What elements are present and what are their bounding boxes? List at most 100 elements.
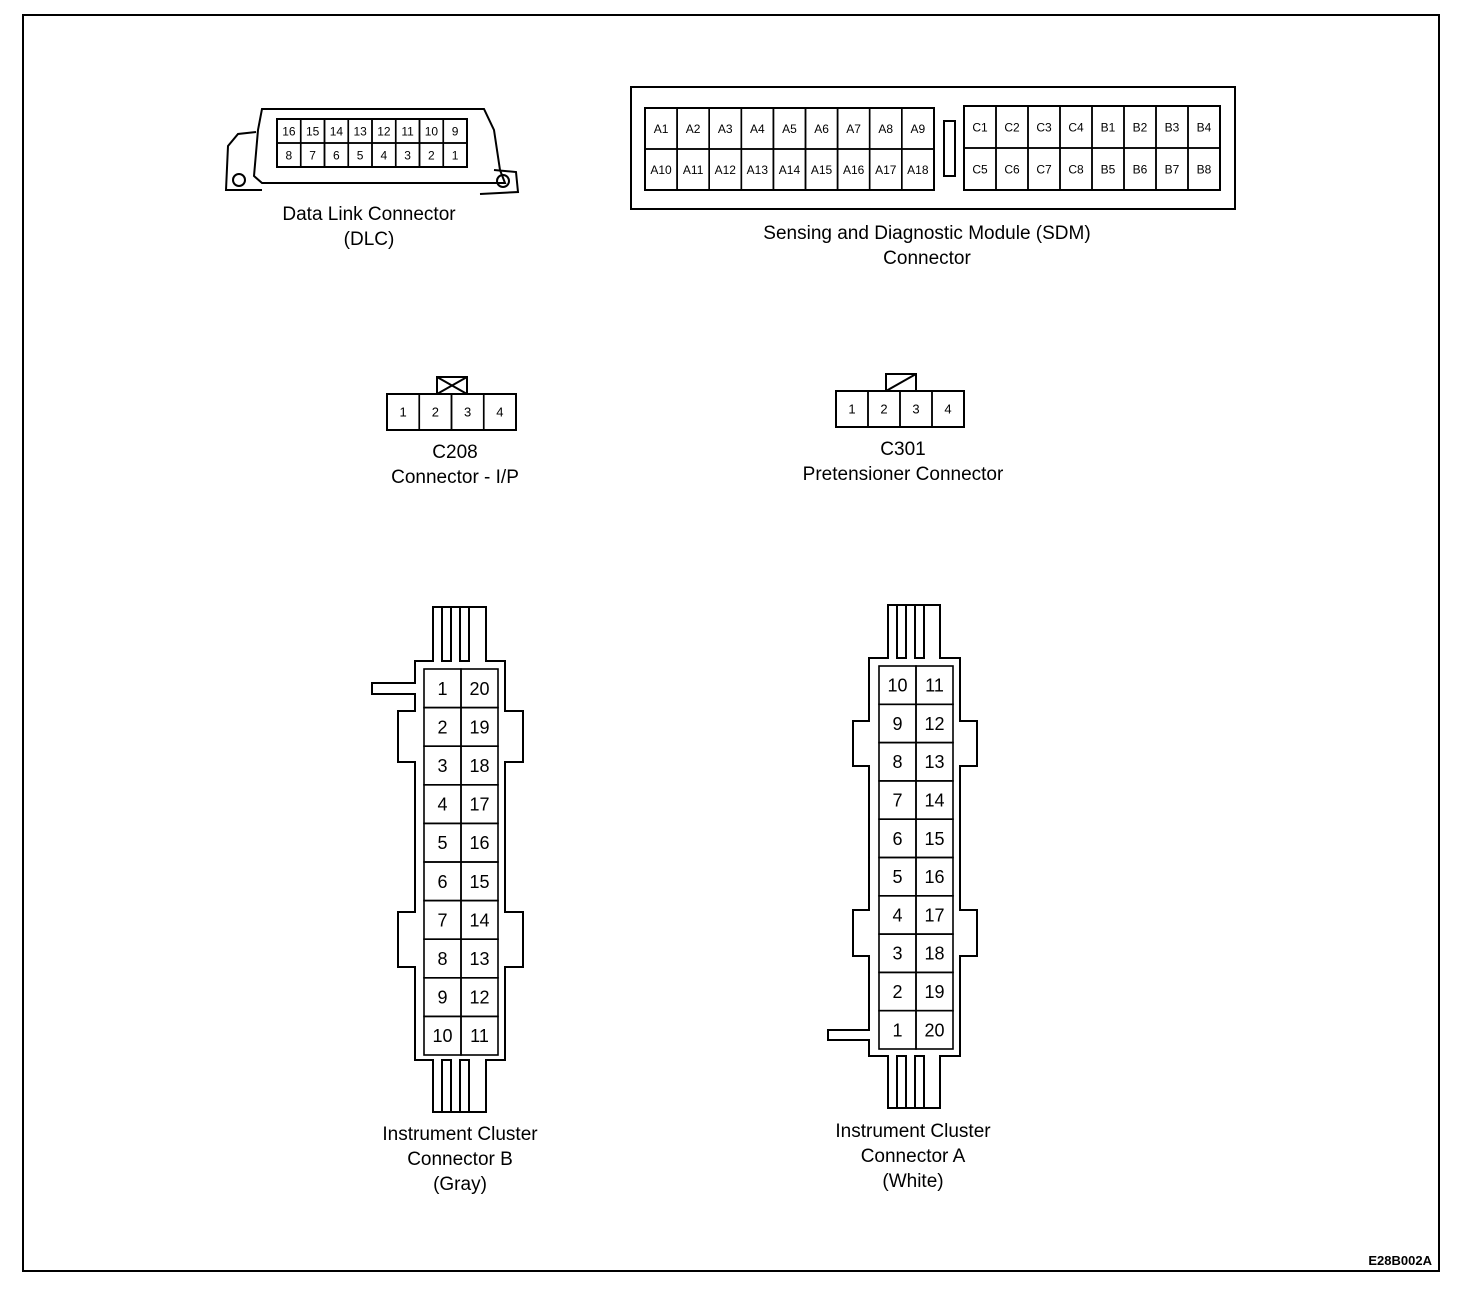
pin-label: A5 — [782, 122, 797, 136]
pin-label: 5 — [357, 148, 364, 162]
pin-label: 3 — [464, 405, 471, 420]
dlc-caption-title: Data Link Connector — [282, 204, 456, 225]
cluster-b-pin: 13 — [460, 938, 499, 979]
pin-label: 18 — [469, 756, 489, 776]
dlc-pin: 3 — [394, 142, 421, 168]
cluster-a-caption-line3: (White) — [882, 1171, 944, 1192]
cluster-a-pin: 10 — [878, 665, 917, 706]
cluster-b-pin: 19 — [460, 706, 499, 747]
pin-label: B7 — [1165, 162, 1180, 176]
dlc-caption: Data Link Connector (DLC) — [219, 202, 519, 252]
sdm-pin: A6 — [804, 107, 839, 150]
pin-label: A4 — [750, 122, 765, 136]
sdm-pin: A14 — [772, 148, 807, 191]
cluster-b-pin: 4 — [423, 783, 462, 825]
sdm-pin: C3 — [1027, 105, 1061, 149]
dlc-pin: 15 — [299, 118, 326, 144]
pin-label: 5 — [892, 867, 902, 887]
cluster-a-pin: 6 — [878, 818, 917, 859]
cluster-b-pin: 20 — [460, 668, 499, 709]
sdm-pin: A9 — [900, 107, 935, 150]
pin-label: 1 — [437, 679, 447, 699]
cluster-a-pin: 20 — [915, 1009, 954, 1050]
cluster-b-pin: 18 — [460, 745, 499, 786]
pin-label: 4 — [381, 148, 388, 162]
cluster-b-pin: 7 — [423, 899, 462, 940]
dlc-pin: 4 — [371, 142, 397, 168]
pin-label: C6 — [1004, 162, 1020, 176]
cluster-a-pin: 1 — [878, 1009, 917, 1050]
pin-label: 2 — [432, 405, 439, 420]
pin-label: 16 — [282, 124, 296, 138]
pin-label: 19 — [924, 982, 944, 1002]
pin-label: A2 — [686, 122, 701, 136]
cluster-a-caption-line2: Connector A — [860, 1146, 966, 1167]
pin-label: 13 — [469, 949, 489, 969]
pin-label: 9 — [452, 124, 459, 138]
pin-label: 2 — [437, 717, 447, 737]
cluster-a-pin: 11 — [915, 665, 954, 706]
sdm-pin: C8 — [1059, 147, 1093, 191]
pin-label: 15 — [469, 872, 489, 892]
sdm-pin: A15 — [804, 148, 839, 191]
dlc-pin: 12 — [371, 118, 397, 144]
cluster-b-pin: 12 — [460, 976, 499, 1018]
cluster-a-pin: 2 — [878, 971, 917, 1012]
pin-label: A3 — [718, 122, 733, 136]
cluster-a-housing — [827, 604, 978, 1109]
sdm-pin: A18 — [900, 148, 935, 191]
pin-label: 12 — [924, 714, 944, 734]
cluster-a-pin: 8 — [878, 741, 917, 782]
pin-label: 3 — [437, 756, 447, 776]
pin-label: 8 — [437, 949, 447, 969]
pin-label: A13 — [747, 163, 769, 177]
pin-label: A9 — [911, 122, 926, 136]
pin-label: 7 — [892, 791, 902, 811]
pin-label: 7 — [309, 148, 316, 162]
sdm-pin: B2 — [1123, 105, 1157, 149]
cluster-a-pin: 13 — [915, 741, 954, 782]
cluster-b-pin: 11 — [460, 1015, 499, 1056]
cluster-b-pin: 14 — [460, 899, 499, 940]
pin-label: 16 — [924, 867, 944, 887]
cluster-a-caption-line1: Instrument Cluster — [835, 1121, 991, 1142]
pin-label: 15 — [924, 829, 944, 849]
cluster-a-pin: 19 — [915, 971, 954, 1012]
cluster-a-caption: Instrument Cluster Connector A (White) — [808, 1119, 1018, 1194]
dlc-pin: 2 — [418, 142, 445, 168]
cluster-a-pin: 14 — [915, 780, 954, 821]
pin-label: C2 — [1004, 120, 1020, 134]
pin-label: 12 — [377, 124, 391, 138]
sdm-pin: C2 — [995, 105, 1029, 149]
pin-label: B4 — [1197, 120, 1212, 134]
sdm-pin: A7 — [836, 107, 871, 150]
sdm-pin: C1 — [963, 105, 997, 149]
pin-label: 1 — [400, 405, 407, 420]
dlc-pin: 8 — [276, 142, 302, 168]
pin-label: A17 — [875, 163, 897, 177]
pin-label: 3 — [912, 402, 919, 417]
sdm-pin: B6 — [1123, 147, 1157, 191]
pin-label: B5 — [1101, 162, 1116, 176]
c301-caption: C301 Pretensioner Connector — [773, 437, 1033, 487]
c208-pin: 2 — [418, 393, 453, 431]
cluster-a-pin: 5 — [878, 856, 917, 897]
pin-label: 4 — [437, 795, 447, 815]
cluster-a-pin: 12 — [915, 703, 954, 744]
pin-label: 14 — [469, 910, 489, 930]
cluster-b-caption-line1: Instrument Cluster — [382, 1124, 538, 1145]
cluster-a-pin: 4 — [878, 894, 917, 935]
cluster-a-pin: 18 — [915, 933, 954, 974]
c301-pin: 4 — [931, 390, 965, 428]
cluster-b-pin: 5 — [423, 822, 462, 863]
sdm-pin: B8 — [1187, 147, 1221, 191]
pin-label: 6 — [333, 148, 340, 162]
pin-label: 18 — [924, 944, 944, 964]
pin-label: 8 — [286, 148, 293, 162]
sdm-pin: C6 — [995, 147, 1029, 191]
pin-label: 14 — [924, 791, 944, 811]
sdm-pin: A4 — [740, 107, 775, 150]
cluster-b-pin: 6 — [423, 861, 462, 902]
sdm-pin: A3 — [708, 107, 743, 150]
cluster-b-pin: 1 — [423, 668, 462, 709]
